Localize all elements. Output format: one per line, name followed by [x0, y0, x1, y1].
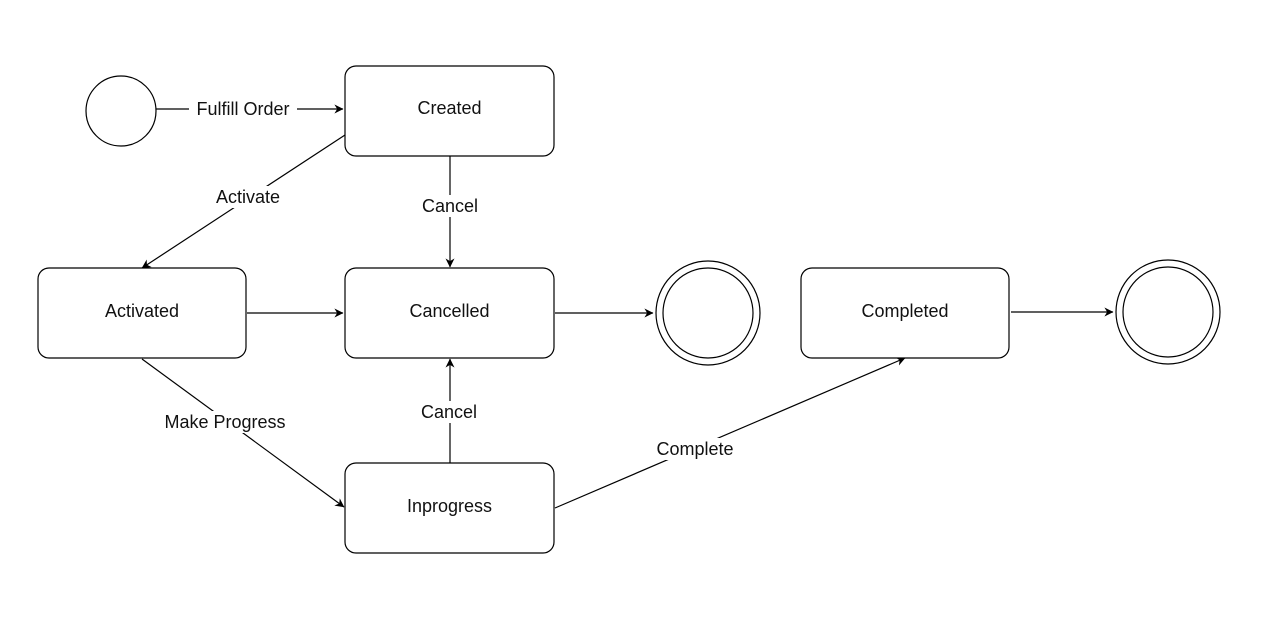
initial-state [85, 75, 157, 147]
make-progress-label: Make Progress [164, 412, 285, 432]
state-inprogress: Inprogress [344, 462, 555, 554]
final-state-cancelled [655, 260, 761, 366]
edge-label-cancel-top: Cancel [415, 195, 485, 217]
edge-label-complete: Complete [648, 438, 742, 460]
cancel-top-label: Cancel [422, 196, 478, 216]
cancel-bottom-label: Cancel [421, 402, 477, 422]
state-completed: Completed [800, 267, 1010, 359]
state-inprogress-label: Inprogress [407, 496, 492, 516]
fulfill-order-label: Fulfill Order [196, 99, 289, 119]
edge-label-cancel-bottom: Cancel [413, 401, 487, 423]
edge-label-activate: Activate [210, 186, 286, 208]
state-activated-label: Activated [105, 301, 179, 321]
edge-inprogress-to-completed [554, 357, 906, 509]
state-created: Created [344, 65, 555, 157]
edge-label-fulfill-order: Fulfill Order [189, 98, 297, 120]
edge-label-make-progress: Make Progress [152, 411, 298, 433]
state-created-label: Created [417, 98, 481, 118]
activate-label: Activate [216, 187, 280, 207]
state-cancelled-label: Cancelled [409, 301, 489, 321]
state-completed-label: Completed [861, 301, 948, 321]
final-state-completed [1115, 259, 1221, 365]
state-cancelled: Cancelled [344, 267, 555, 359]
state-activated: Activated [37, 267, 247, 359]
complete-label: Complete [656, 439, 733, 459]
